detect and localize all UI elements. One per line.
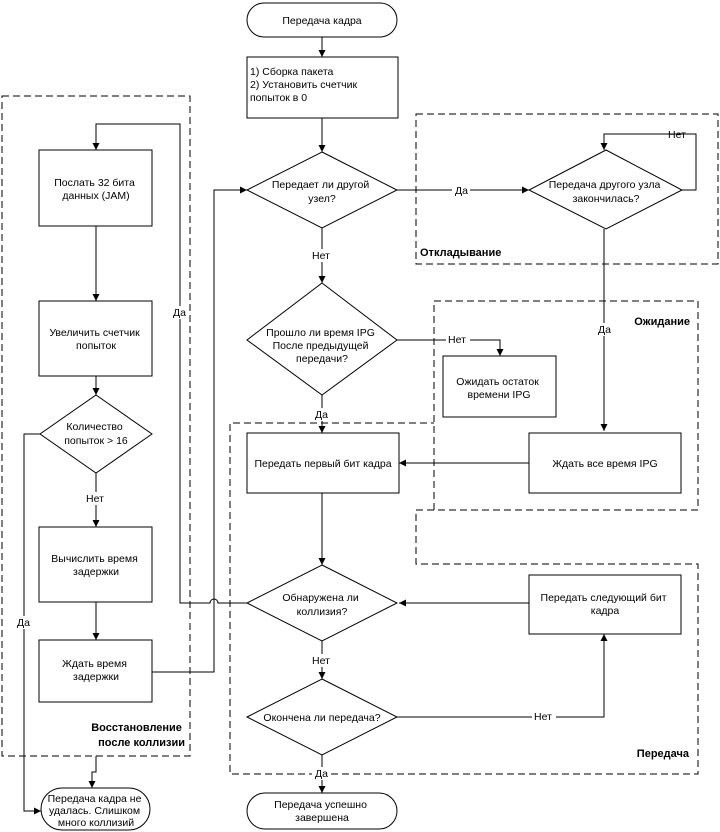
success-terminal (246, 792, 398, 830)
send-jam-process (38, 149, 153, 227)
other-transmits-label: Передает ли другой узел? (272, 179, 372, 205)
increment-counter-label: Увеличить счетчик попыток (49, 327, 142, 352)
wait-delay-process (38, 639, 153, 703)
label-yes-done: Да (315, 768, 328, 780)
assemble-label: 1) Сборка пакета 2) Установить счетчик п… (250, 66, 360, 104)
compute-delay-process (38, 526, 153, 603)
group-deferral (415, 113, 719, 265)
increment-counter-process (38, 300, 153, 377)
group-transmission (229, 422, 699, 775)
edge-wait-retry (152, 186, 247, 673)
label-no-loop: Нет (668, 129, 686, 141)
group-waiting-title: Ожидание (634, 316, 690, 328)
label-no-attempts: Нет (86, 493, 104, 505)
edge-deferral-loop (600, 133, 697, 191)
other-transmits-decision (245, 151, 399, 229)
wait-delay-label: Ждать время задержки (62, 658, 130, 683)
group-transmission-title: Передача (637, 748, 690, 760)
label-no-done: Нет (534, 711, 552, 723)
start-label: Передача кадра (282, 15, 361, 27)
send-first-bit-label: Передать первый бит кадра (254, 458, 391, 470)
label-yes-attempts: Да (17, 617, 30, 629)
transmission-done-label: Окончена ли передача? (263, 712, 380, 724)
wait-full-ipg-label: Ждать все время IPG (552, 458, 657, 470)
wait-remaining-process (442, 355, 557, 418)
success-label: Передача успешно завершена (274, 799, 370, 824)
start-terminal (246, 2, 398, 38)
transmission-done-decision (245, 678, 399, 756)
attempts-label: Количество попыток > 16 (64, 421, 128, 447)
label-yes-collision: Да (173, 307, 186, 319)
other-finished-label: Передача другого узла закончилась? (549, 179, 664, 205)
edge-done-no (397, 634, 608, 718)
edge-collision-yes (92, 123, 247, 604)
failure-terminal (40, 787, 151, 831)
wait-remaining-label: Ожидать остаток времени IPG (456, 376, 541, 401)
label-no-other: Нет (312, 250, 330, 262)
label-no-collision: Нет (312, 655, 330, 667)
attempts-decision (39, 394, 153, 474)
send-next-bit-process (528, 574, 682, 635)
edge-ipg-no-wait (397, 339, 504, 356)
assemble-process (246, 56, 399, 119)
ipg-elapsed-label: Прошло ли время IPG После предыдущей пер… (266, 327, 378, 365)
compute-delay-label: Вычислить время задержки (51, 553, 140, 578)
send-first-bit-process (246, 432, 400, 494)
group-deferral-title: Откладывание (420, 247, 501, 259)
group-waiting (433, 300, 699, 511)
label-yes-ipg: Да (315, 409, 328, 421)
collision-label: Обнаружена ли коллизия? (282, 592, 361, 618)
other-finished-decision (527, 149, 684, 230)
label-yes-finished: Да (598, 324, 611, 336)
wait-full-ipg-process (528, 432, 682, 494)
send-jam-label: Послать 32 бита данных (JAM) (54, 177, 138, 202)
collision-decision (245, 564, 399, 642)
label-no-ipg: Нет (448, 334, 466, 346)
failure-label: Передача кадра не удалась. Слишком много… (48, 793, 145, 829)
label-yes-deferral: Да (455, 185, 468, 197)
send-next-bit-label: Передать следующий бит кадра (541, 592, 670, 617)
edge-recovery-fail (88, 756, 97, 788)
ipg-elapsed-decision (246, 282, 398, 396)
group-recovery-title: Восстановление после коллизии (91, 722, 185, 749)
